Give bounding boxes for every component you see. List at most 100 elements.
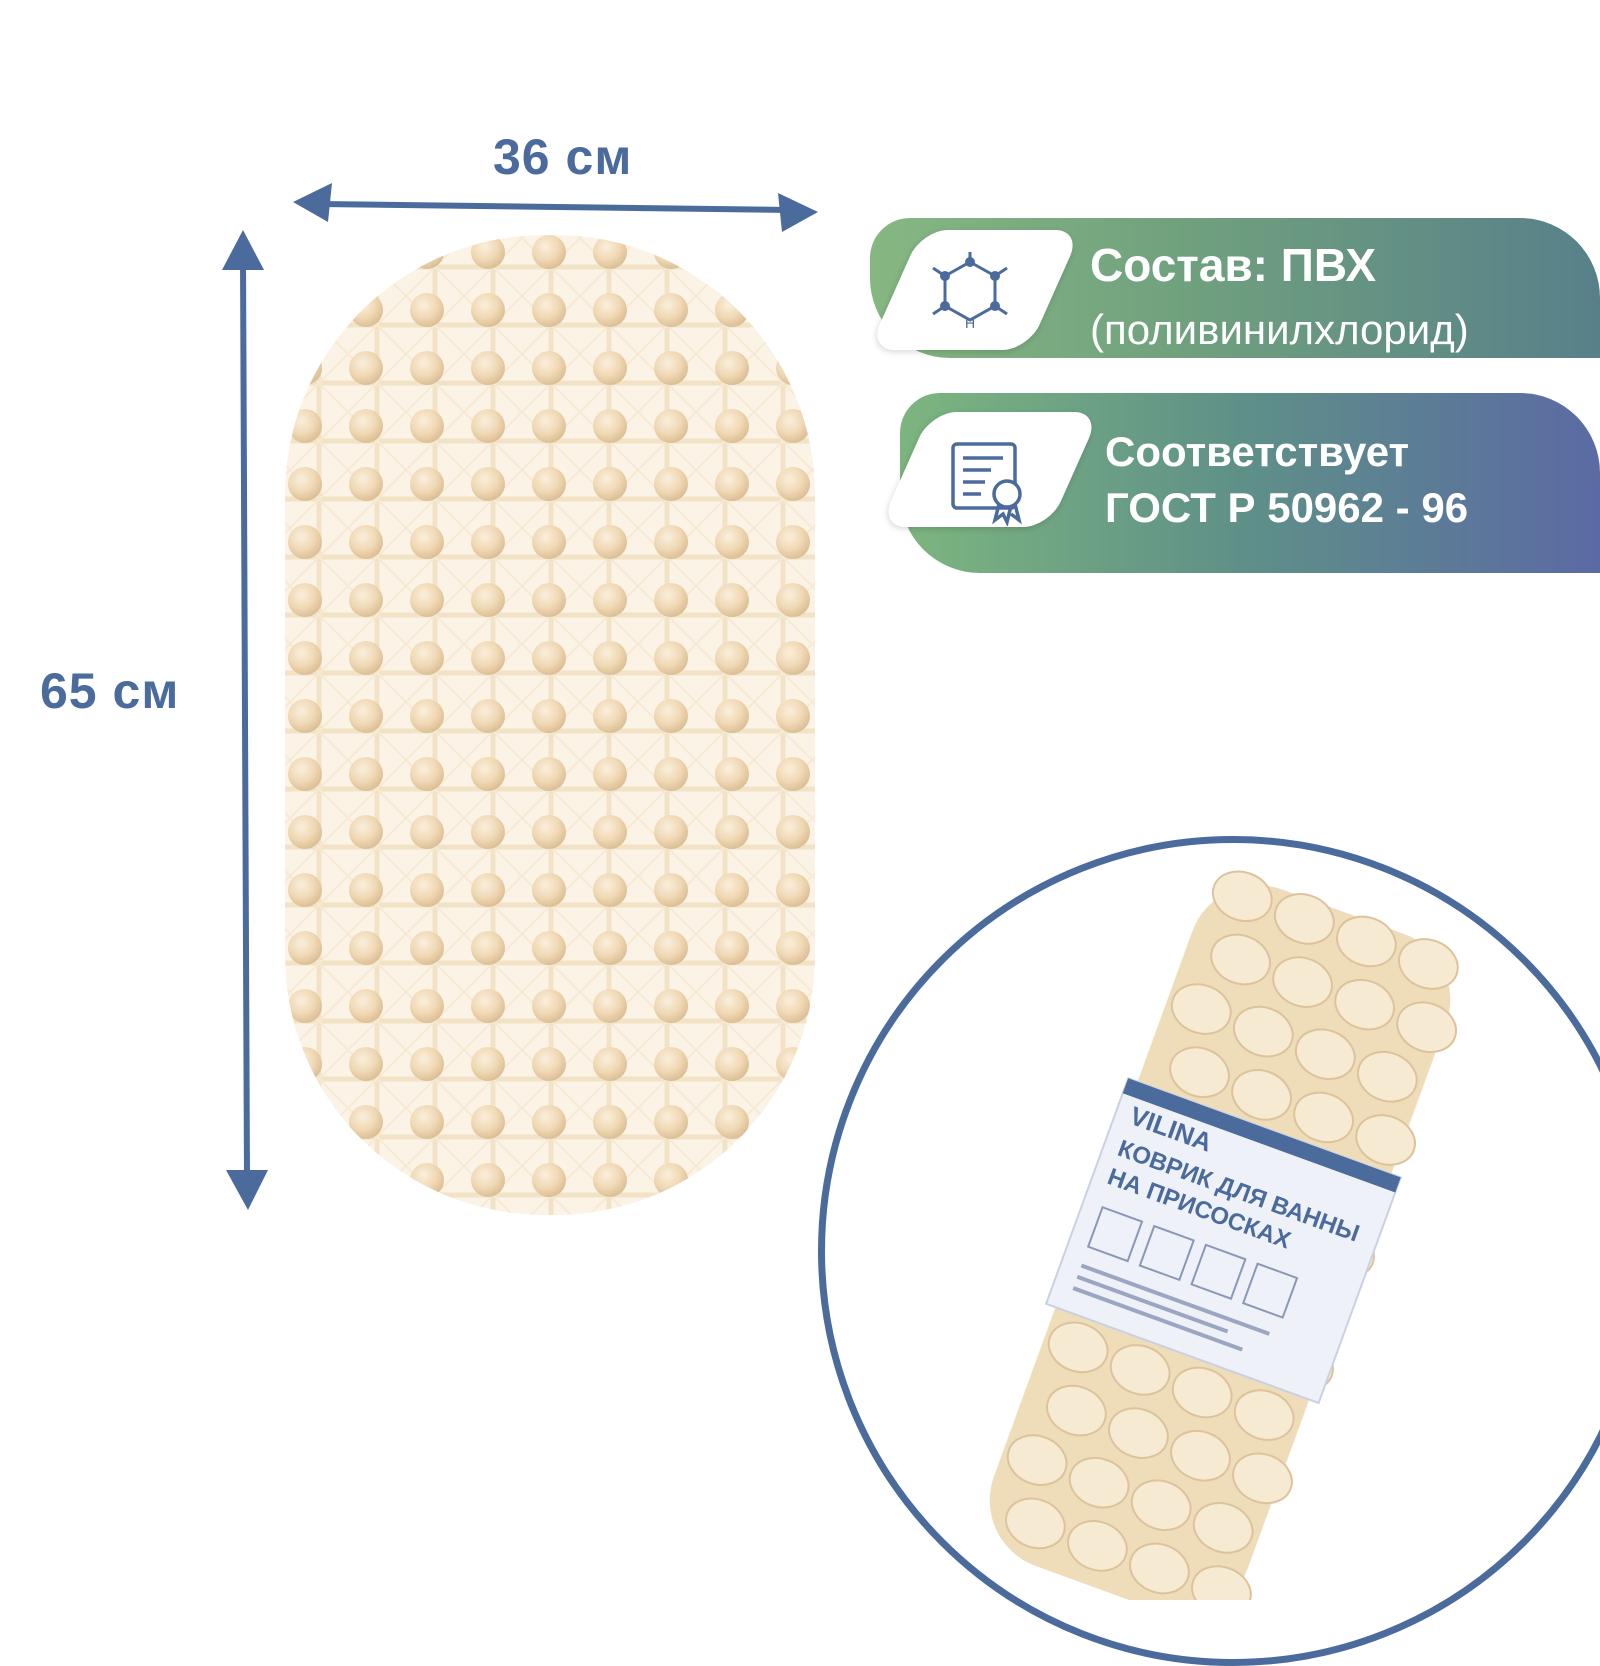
mat-bead [532, 1163, 566, 1197]
material-title: Состав: ПВХ [1090, 239, 1376, 291]
mat-bead [593, 989, 627, 1023]
roll-bead [1109, 1344, 1171, 1396]
mat-bead [715, 525, 749, 559]
roll-bead [1396, 1001, 1458, 1054]
mat-bead [410, 467, 444, 501]
mat-bead [593, 931, 627, 965]
mat-bead [654, 583, 688, 617]
mat-bead [349, 1047, 383, 1081]
mat-bead [349, 1105, 383, 1139]
mat-bead [471, 293, 505, 327]
mat-bead [654, 409, 688, 443]
roll-bead [1233, 1389, 1295, 1441]
mat-bead [654, 873, 688, 907]
mat-bead [532, 583, 566, 617]
roll-bead [1334, 978, 1395, 1031]
roll-bead [1191, 1565, 1252, 1600]
mat-bead [410, 1047, 444, 1081]
svg-text:H: H [965, 315, 975, 331]
roll-bead [1273, 893, 1335, 945]
mat-bead [471, 873, 505, 907]
mat-bead [532, 699, 566, 733]
mat-bead [654, 467, 688, 501]
mat-bead [349, 699, 383, 733]
mat-bead [471, 467, 505, 501]
mat-bead [654, 931, 688, 965]
mat-bead [593, 525, 627, 559]
mat-bead [593, 1047, 627, 1081]
mat-bead [410, 873, 444, 907]
bath-mat-image [285, 235, 815, 1215]
roll-bead [1170, 983, 1232, 1035]
certificate-icon [951, 442, 1022, 526]
mat-bead [410, 757, 444, 791]
mat-bead [776, 641, 810, 675]
mat-bead [349, 467, 383, 501]
mat-bead [715, 351, 749, 385]
gost-line2: ГОСТ Р 50962 - 96 [1105, 484, 1469, 531]
mat-bead [471, 699, 505, 733]
mat-bead [410, 641, 444, 675]
mat-bead [532, 757, 566, 791]
roll-bead [1170, 1429, 1231, 1482]
mat-bead [349, 409, 383, 443]
roll-bead [1005, 1497, 1066, 1550]
roll-bead [1171, 1366, 1233, 1419]
mat-bead [715, 815, 749, 849]
mat-bead [715, 1047, 749, 1081]
mat-bead [410, 583, 444, 617]
roll-bead [1232, 1452, 1293, 1505]
roll-bead [1068, 1456, 1130, 1509]
width-label: 36 см [493, 129, 633, 185]
mat-bead [471, 351, 505, 385]
roll-bead [1293, 1091, 1354, 1144]
roll-bead [1192, 1502, 1254, 1554]
roll-bead [1006, 1434, 1068, 1486]
mat-bead [532, 467, 566, 501]
mat-bead [471, 815, 505, 849]
height-arrow-head-bottom [226, 1170, 268, 1210]
mat-bead [776, 873, 810, 907]
mat-bead [776, 699, 810, 733]
mat-bead [288, 641, 322, 675]
mat-bead [776, 409, 810, 443]
mat-bead [288, 583, 322, 617]
mat-bead [532, 1047, 566, 1081]
gost-line1: Соответствует [1105, 428, 1410, 475]
mat-bead [715, 699, 749, 733]
mat-bead [471, 235, 505, 269]
mat-bead [593, 409, 627, 443]
mat-bead [532, 235, 566, 269]
mat-bead [471, 757, 505, 791]
mat-bead [593, 757, 627, 791]
mat-bead [532, 641, 566, 675]
roll-bead [1355, 1114, 1416, 1166]
mat-bead [349, 989, 383, 1023]
mat-bead [471, 525, 505, 559]
mat-bead [593, 467, 627, 501]
mat-body [285, 235, 815, 1215]
mat-bead [288, 467, 322, 501]
mat-bead [776, 989, 810, 1023]
mat-bead [349, 583, 383, 617]
mat-bead [288, 699, 322, 733]
mat-bead [532, 293, 566, 327]
mat-bead [593, 699, 627, 733]
mat-bead [715, 931, 749, 965]
roll-bead [1067, 1520, 1128, 1572]
mat-bead [654, 293, 688, 327]
mat-bead [471, 931, 505, 965]
mat-bead [532, 525, 566, 559]
mat-bead [776, 815, 810, 849]
height-arrow-line [240, 257, 250, 1181]
roll-bead [1108, 1407, 1169, 1459]
mat-bead [593, 873, 627, 907]
roll-bead [1211, 870, 1273, 923]
roll-bead [1169, 1046, 1230, 1099]
width-arrow-head-right [778, 193, 818, 232]
mat-bead [410, 931, 444, 965]
mat-bead [593, 583, 627, 617]
mat-bead [654, 699, 688, 733]
mat-bead [654, 351, 688, 385]
mat-bead [471, 641, 505, 675]
